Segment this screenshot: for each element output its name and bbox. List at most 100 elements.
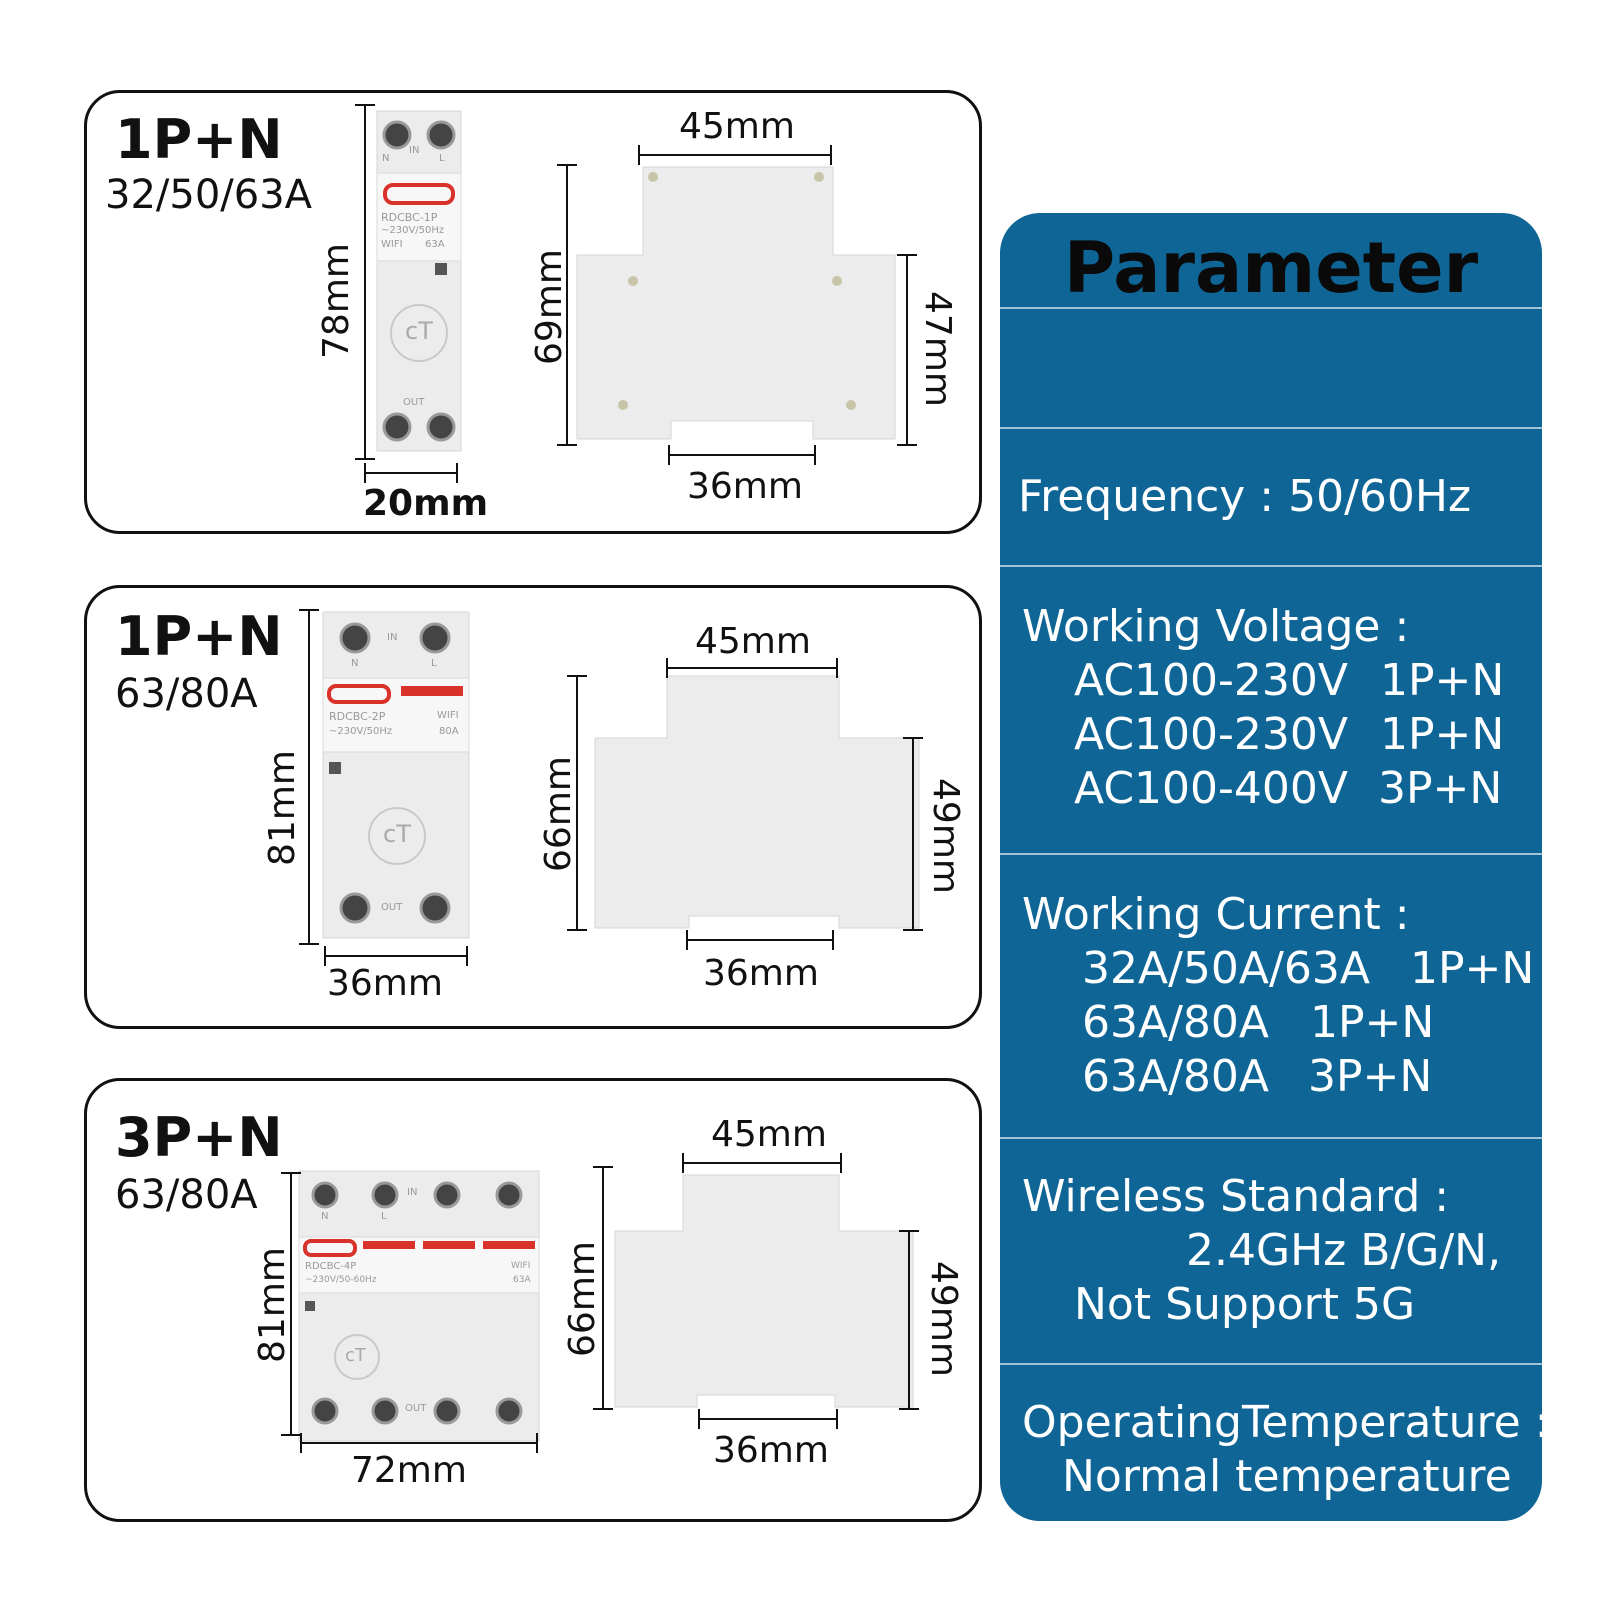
parameter-title: Parameter: [1063, 227, 1479, 309]
terminal-n-label: N: [351, 658, 359, 669]
device-wifi-label: WIFI: [511, 1261, 531, 1271]
side-top-width-dim: 45mm: [711, 1114, 827, 1155]
logo-circle: [390, 304, 448, 362]
divider: [1000, 853, 1542, 855]
qr-mark: [329, 762, 341, 774]
terminal-n-label: N: [382, 153, 390, 164]
wireless-line1: 2.4GHz B/G/N,: [1186, 1225, 1502, 1276]
logo-circle: [334, 1334, 380, 1380]
divider: [1000, 427, 1542, 429]
model-current: 63/80A: [115, 1172, 258, 1218]
device-logo: cT: [345, 1345, 366, 1366]
terminal-screw: [382, 120, 412, 150]
terminal-screw: [433, 1181, 461, 1209]
wireless-line2: Not Support 5G: [1074, 1279, 1416, 1330]
voltage-type: 3P+N: [1378, 763, 1503, 814]
terminal-in-label: IN: [387, 632, 398, 643]
terminal-n-label: N: [321, 1211, 329, 1222]
front-height-dim: 78mm: [315, 243, 357, 359]
device-logo: cT: [383, 820, 411, 848]
side-top-width-dim: 45mm: [679, 106, 795, 147]
red-indicator-bar: [303, 1239, 357, 1257]
terminal-screw: [311, 1397, 339, 1425]
model-title: 3P+N: [115, 1106, 283, 1169]
side-height-dim: 66mm: [537, 756, 579, 872]
current-value: 63A/80A: [1082, 997, 1269, 1048]
side-bottom-width-dim: 36mm: [703, 953, 819, 994]
side-top-width-dim: 45mm: [695, 621, 811, 662]
terminal-screw: [311, 1181, 339, 1209]
voltage-value: AC100-230V: [1074, 709, 1348, 760]
red-indicator-bar: [363, 1241, 415, 1249]
voltage-type: 1P+N: [1380, 709, 1505, 760]
device-rating-label: ~230V/50-60Hz: [305, 1275, 377, 1285]
front-height-dim: 81mm: [261, 750, 303, 866]
voltage-value: AC100-230V: [1074, 655, 1348, 706]
device-model-label: RDCBC-4P: [305, 1261, 357, 1272]
front-view-device: [376, 110, 462, 452]
side-body-height-dim: 47mm: [916, 291, 958, 407]
model-title: 1P+N: [115, 108, 283, 171]
terminal-screw: [371, 1397, 399, 1425]
device-rating-label: ~230V/50Hz: [381, 225, 445, 236]
current-label: Working Current :: [1022, 889, 1410, 940]
frequency-text: Frequency : 50/60Hz: [1018, 471, 1472, 522]
terminal-l-label: L: [439, 153, 445, 164]
terminal-screw: [426, 120, 456, 150]
model-panel-3p-n-63-80a: 3P+N 63/80A: [84, 1078, 982, 1522]
qr-mark: [305, 1301, 315, 1311]
front-view-device: [298, 1170, 540, 1442]
model-title: 1P+N: [115, 605, 283, 668]
parameter-panel: Parameter Frequency : 50/60Hz Working Vo…: [1000, 213, 1542, 1521]
terminal-out-label: OUT: [405, 1403, 427, 1414]
side-height-dim: 69mm: [528, 249, 570, 365]
terminal-screw: [382, 412, 412, 442]
front-view-device: [322, 611, 470, 939]
front-width-dim: 72mm: [351, 1450, 467, 1491]
device-amps-label: 63A: [513, 1275, 531, 1285]
device-wifi-label: WIFI: [437, 710, 459, 721]
terminal-screw: [495, 1397, 523, 1425]
divider: [1000, 307, 1542, 309]
voltage-value: AC100-400V: [1074, 763, 1348, 814]
divider: [1000, 565, 1542, 567]
device-model-label: RDCBC-1P: [381, 211, 438, 224]
terminal-l-label: L: [381, 1211, 387, 1222]
device-amps-label: 63A: [425, 239, 445, 250]
side-bottom-width-dim: 36mm: [687, 466, 803, 507]
model-panel-1p-n-32-63a: 1P+N 32/50/63A: [84, 90, 982, 534]
red-indicator-bar: [383, 183, 455, 205]
front-width-dim: 36mm: [327, 963, 443, 1004]
dimension-drawing: [281, 1153, 919, 1453]
current-type: 3P+N: [1308, 1051, 1433, 1102]
side-body-height-dim: 49mm: [922, 1261, 964, 1377]
model-panel-1p-n-63-80a: 1P+N 63/80A: [84, 585, 982, 1029]
red-indicator-bar: [483, 1241, 535, 1249]
terminal-l-label: L: [431, 658, 437, 669]
terminal-in-label: IN: [407, 1187, 418, 1198]
current-type: 1P+N: [1410, 943, 1535, 994]
divider: [1000, 1137, 1542, 1139]
current-value: 32A/50A/63A: [1082, 943, 1370, 994]
temperature-value: Normal temperature: [1062, 1451, 1512, 1502]
terminal-screw: [371, 1181, 399, 1209]
front-height-dim: 81mm: [251, 1247, 293, 1363]
red-indicator-bar: [327, 684, 391, 704]
divider: [1000, 1363, 1542, 1365]
side-height-dim: 66mm: [561, 1241, 603, 1357]
side-bottom-width-dim: 36mm: [713, 1430, 829, 1471]
terminal-in-label: IN: [409, 145, 420, 156]
voltage-label: Working Voltage :: [1022, 601, 1410, 652]
red-indicator-bar: [423, 1241, 475, 1249]
side-view-device: [594, 675, 920, 929]
model-current: 63/80A: [115, 671, 258, 717]
red-indicator-bar: [401, 686, 463, 696]
current-value: 63A/80A: [1082, 1051, 1269, 1102]
device-amps-label: 80A: [439, 726, 459, 737]
qr-mark: [435, 263, 447, 275]
side-view-device: [614, 1174, 914, 1408]
device-logo: cT: [405, 317, 433, 345]
terminal-screw: [419, 622, 451, 654]
terminal-screw: [339, 892, 371, 924]
terminal-screw: [419, 892, 451, 924]
